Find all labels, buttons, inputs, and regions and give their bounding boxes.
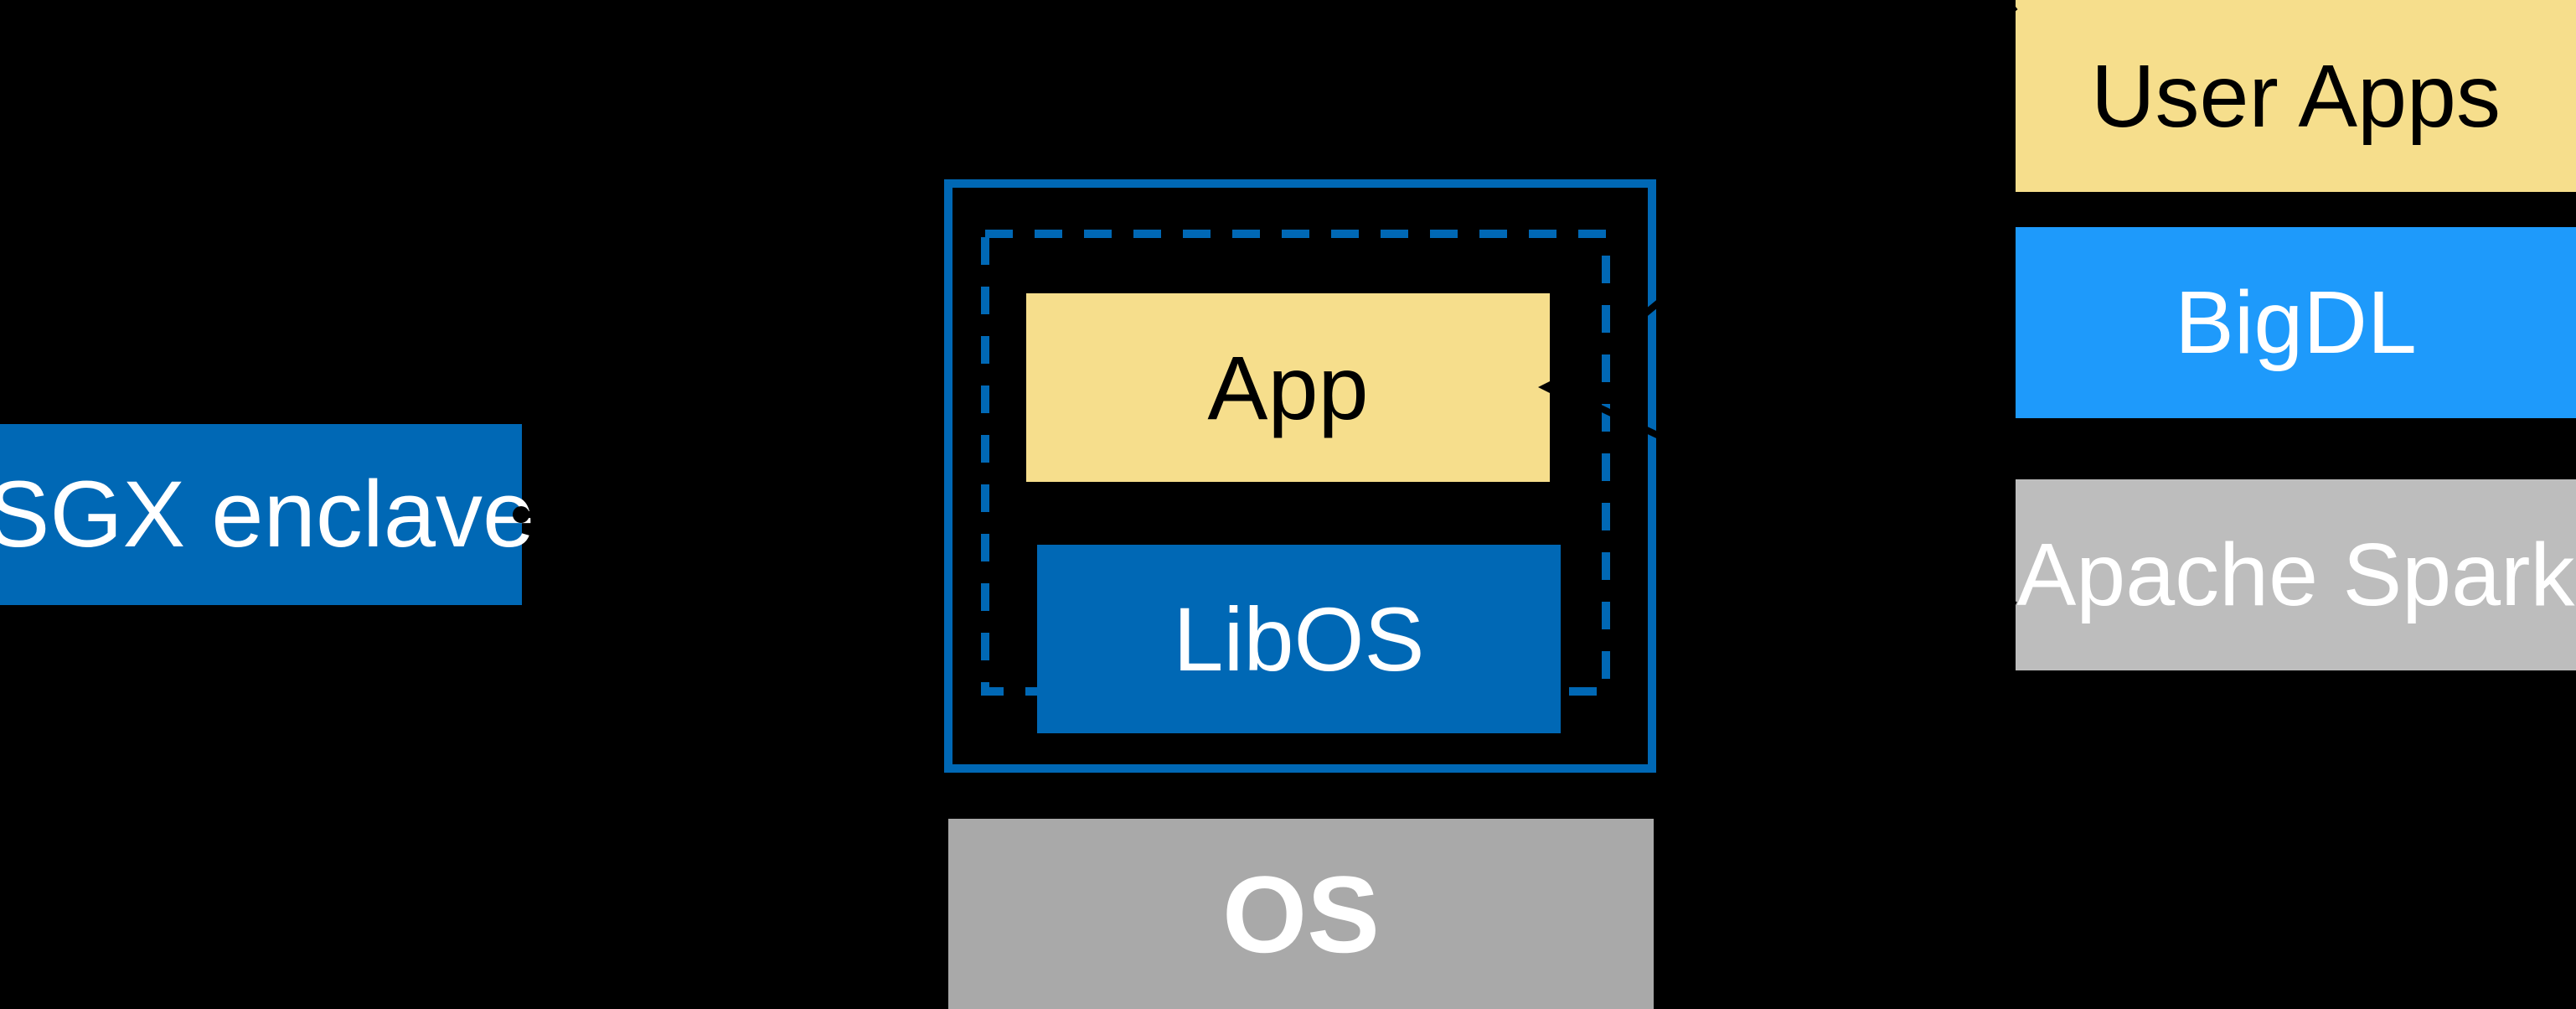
sgx-enclave-label-box: SGX enclave — [0, 424, 534, 605]
libos-label: LibOS — [1173, 587, 1425, 690]
os-label: OS — [1222, 852, 1380, 975]
bigdl-label: BigDL — [2175, 273, 2417, 372]
os-box: OS — [948, 819, 1654, 1009]
libos-box: LibOS — [1037, 545, 1561, 733]
app-box: App — [1026, 293, 1550, 482]
apache-spark-box: Apache Spark — [2016, 479, 2576, 670]
bigdl-box: BigDL — [2016, 227, 2576, 418]
user-apps-box: User Apps — [2016, 0, 2576, 192]
user-apps-label: User Apps — [2090, 46, 2501, 146]
sgx-enclave-label: SGX enclave — [0, 462, 535, 567]
app-label: App — [1207, 336, 1369, 438]
apache-spark-label: Apache Spark — [2016, 525, 2575, 624]
